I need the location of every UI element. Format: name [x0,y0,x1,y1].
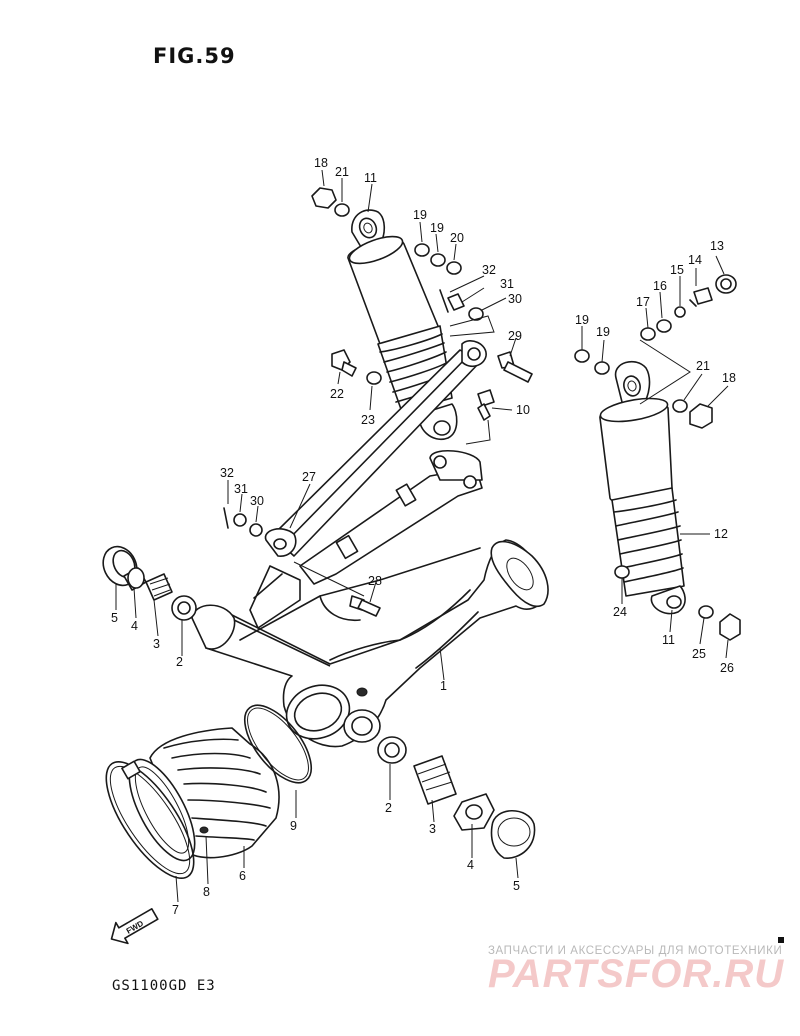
callout: 17 [636,295,650,309]
callout: 18 [722,371,736,385]
callout: 28 [368,574,382,588]
callout: 26 [720,661,734,675]
fwd-arrow: FWD [110,908,159,945]
callout: 7 [172,903,179,917]
callout: 5 [513,879,520,893]
o-ring [243,704,313,784]
boot-clamp [105,760,195,880]
callout: 27 [302,470,316,484]
callout: 32 [220,466,234,480]
pivot-hardware-right [377,736,536,859]
callout: 29 [508,329,522,343]
callout: 4 [467,858,474,872]
swingarm [191,539,549,748]
callout: 2 [385,801,392,815]
callout: 32 [482,263,496,277]
left-shock-absorber [347,209,458,441]
brake-arm [299,449,483,585]
callout: 5 [111,611,118,625]
callout: 30 [250,494,264,508]
right-shock-absorber [599,360,686,615]
callout: 22 [330,387,344,401]
torque-link [264,340,487,557]
callout: 3 [429,822,436,836]
callout: 1 [440,679,447,693]
brake-arm-hardware [223,507,263,537]
callout: 14 [688,253,702,267]
model-code: GS1100GD E3 [112,978,216,994]
callout: 2 [176,655,183,669]
corner-mark [778,937,784,943]
callout: 16 [653,279,667,293]
shock-top-hardware-right [574,274,741,641]
callout: 8 [203,885,210,899]
watermark-logo: PARTSFOR.RU [488,952,785,996]
figure-title: FIG.59 [153,44,236,68]
callout: 12 [714,527,728,541]
callout: 19 [596,325,610,339]
callout-numbers: 1 2 2 3 3 4 4 5 5 6 7 8 9 10 11 11 12 13… [111,156,736,917]
leader-lines [115,169,729,903]
callout: 21 [335,165,349,179]
callout: 4 [131,619,138,633]
callout: 25 [692,647,706,661]
callout: 9 [290,819,297,833]
callout: 15 [670,263,684,277]
callout: 13 [710,239,724,253]
shock-top-hardware-left [311,187,533,617]
callout: 19 [413,208,427,222]
callout: 11 [662,633,675,647]
callout: 31 [234,482,248,496]
callout: 19 [575,313,589,327]
callout: 20 [450,231,464,245]
callout: 3 [153,637,160,651]
callout: 11 [364,171,377,185]
pivot-hardware-left [102,545,197,621]
callout: 31 [500,277,514,291]
watermark-tagline: ЗАПЧАСТИ И АКСЕССУАРЫ ДЛЯ МОТОТЕХНИКИ [488,945,783,957]
callout: 6 [239,869,246,883]
rubber-boot [128,727,280,862]
callout: 21 [696,359,710,373]
callout: 10 [516,403,530,417]
callout: 23 [361,413,375,427]
callout: 19 [430,221,444,235]
callout: 24 [613,605,627,619]
callout: 30 [508,292,522,306]
callout: 18 [314,156,328,170]
